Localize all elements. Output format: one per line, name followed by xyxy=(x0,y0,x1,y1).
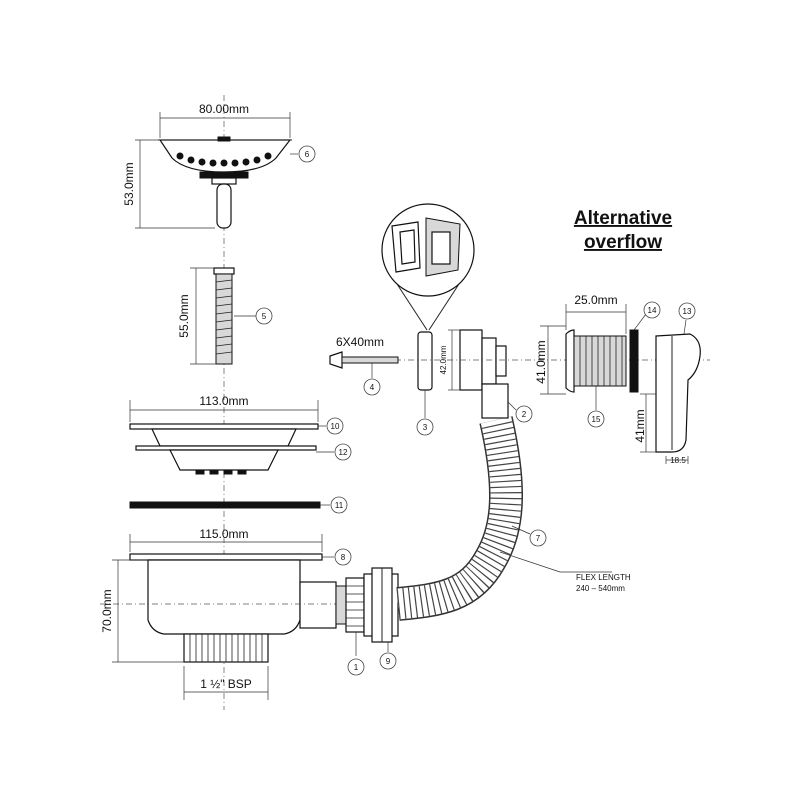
svg-text:9: 9 xyxy=(386,657,391,666)
bolt xyxy=(213,267,235,365)
dim-alt-height: 41.0mm xyxy=(534,340,548,383)
callout-leaders xyxy=(234,153,687,656)
dim-body-height: 70.0mm xyxy=(100,589,114,632)
part-callout-2: 2 xyxy=(515,405,533,423)
dim-strainer-height: 53.0mm xyxy=(122,162,136,205)
dim-strainer-width: 80.00mm xyxy=(199,102,249,116)
part-callout-13: 13 xyxy=(678,302,696,320)
svg-text:8: 8 xyxy=(341,553,346,562)
overflow-elbow xyxy=(459,329,509,419)
svg-text:2: 2 xyxy=(522,410,527,419)
title-line-1: Alternative xyxy=(574,208,672,229)
overflow-plate xyxy=(417,331,433,391)
dim-overflow-height: 42.0mm xyxy=(439,345,448,374)
svg-text:13: 13 xyxy=(683,307,692,316)
waste-body xyxy=(129,553,337,663)
dim-body-width: 115.0mm xyxy=(199,527,248,541)
flex-leader xyxy=(499,551,561,573)
dim-cover-height: 41mm xyxy=(633,409,647,442)
dim-cover-depth: 18.5 xyxy=(670,456,686,465)
svg-text:5: 5 xyxy=(262,312,267,321)
part-callout-5: 5 xyxy=(255,307,273,325)
gasket-bar xyxy=(129,501,321,509)
part-callout-6: 6 xyxy=(298,145,316,163)
screw xyxy=(329,351,399,369)
flange-bowl xyxy=(129,423,319,475)
part-callout-9: 9 xyxy=(379,652,397,670)
part-callout-1: 1 xyxy=(347,658,365,676)
svg-text:15: 15 xyxy=(592,415,601,424)
part-callout-7: 7 xyxy=(529,529,547,547)
detail-magnifier xyxy=(381,203,475,331)
part-callout-12: 12 xyxy=(334,443,352,461)
part-callout-14: 14 xyxy=(643,301,661,319)
dim-thread-size: 1 ½" BSP xyxy=(200,677,252,691)
svg-text:1: 1 xyxy=(354,663,359,672)
connector-nut xyxy=(335,567,399,643)
part-callout-10: 10 xyxy=(326,417,344,435)
dim-alt-length: 25.0mm xyxy=(574,293,617,307)
part-callout-3: 3 xyxy=(416,418,434,436)
flex-length-label: FLEX LENGTH xyxy=(576,573,631,582)
svg-text:14: 14 xyxy=(648,306,657,315)
svg-text:6: 6 xyxy=(305,150,310,159)
alt-overflow-body xyxy=(565,329,701,453)
part-callout-11: 11 xyxy=(330,496,348,514)
svg-text:12: 12 xyxy=(339,448,348,457)
dim-flange-width: 113.0mm xyxy=(199,394,248,408)
dim-bolt-length: 55.0mm xyxy=(177,294,191,337)
strainer-basket xyxy=(158,136,292,229)
flex-length-range: 240 – 540mm xyxy=(576,584,625,593)
svg-text:10: 10 xyxy=(331,422,340,431)
dim-screw-size: 6X40mm xyxy=(336,335,384,349)
svg-text:7: 7 xyxy=(536,534,541,543)
svg-text:11: 11 xyxy=(335,501,344,510)
part-callout-8: 8 xyxy=(334,548,352,566)
part-callout-15: 15 xyxy=(587,410,605,428)
svg-text:3: 3 xyxy=(423,423,428,432)
part-callout-4: 4 xyxy=(363,378,381,396)
title-line-2: overflow xyxy=(584,232,662,253)
svg-text:4: 4 xyxy=(370,383,375,392)
flex-hose xyxy=(396,416,523,621)
